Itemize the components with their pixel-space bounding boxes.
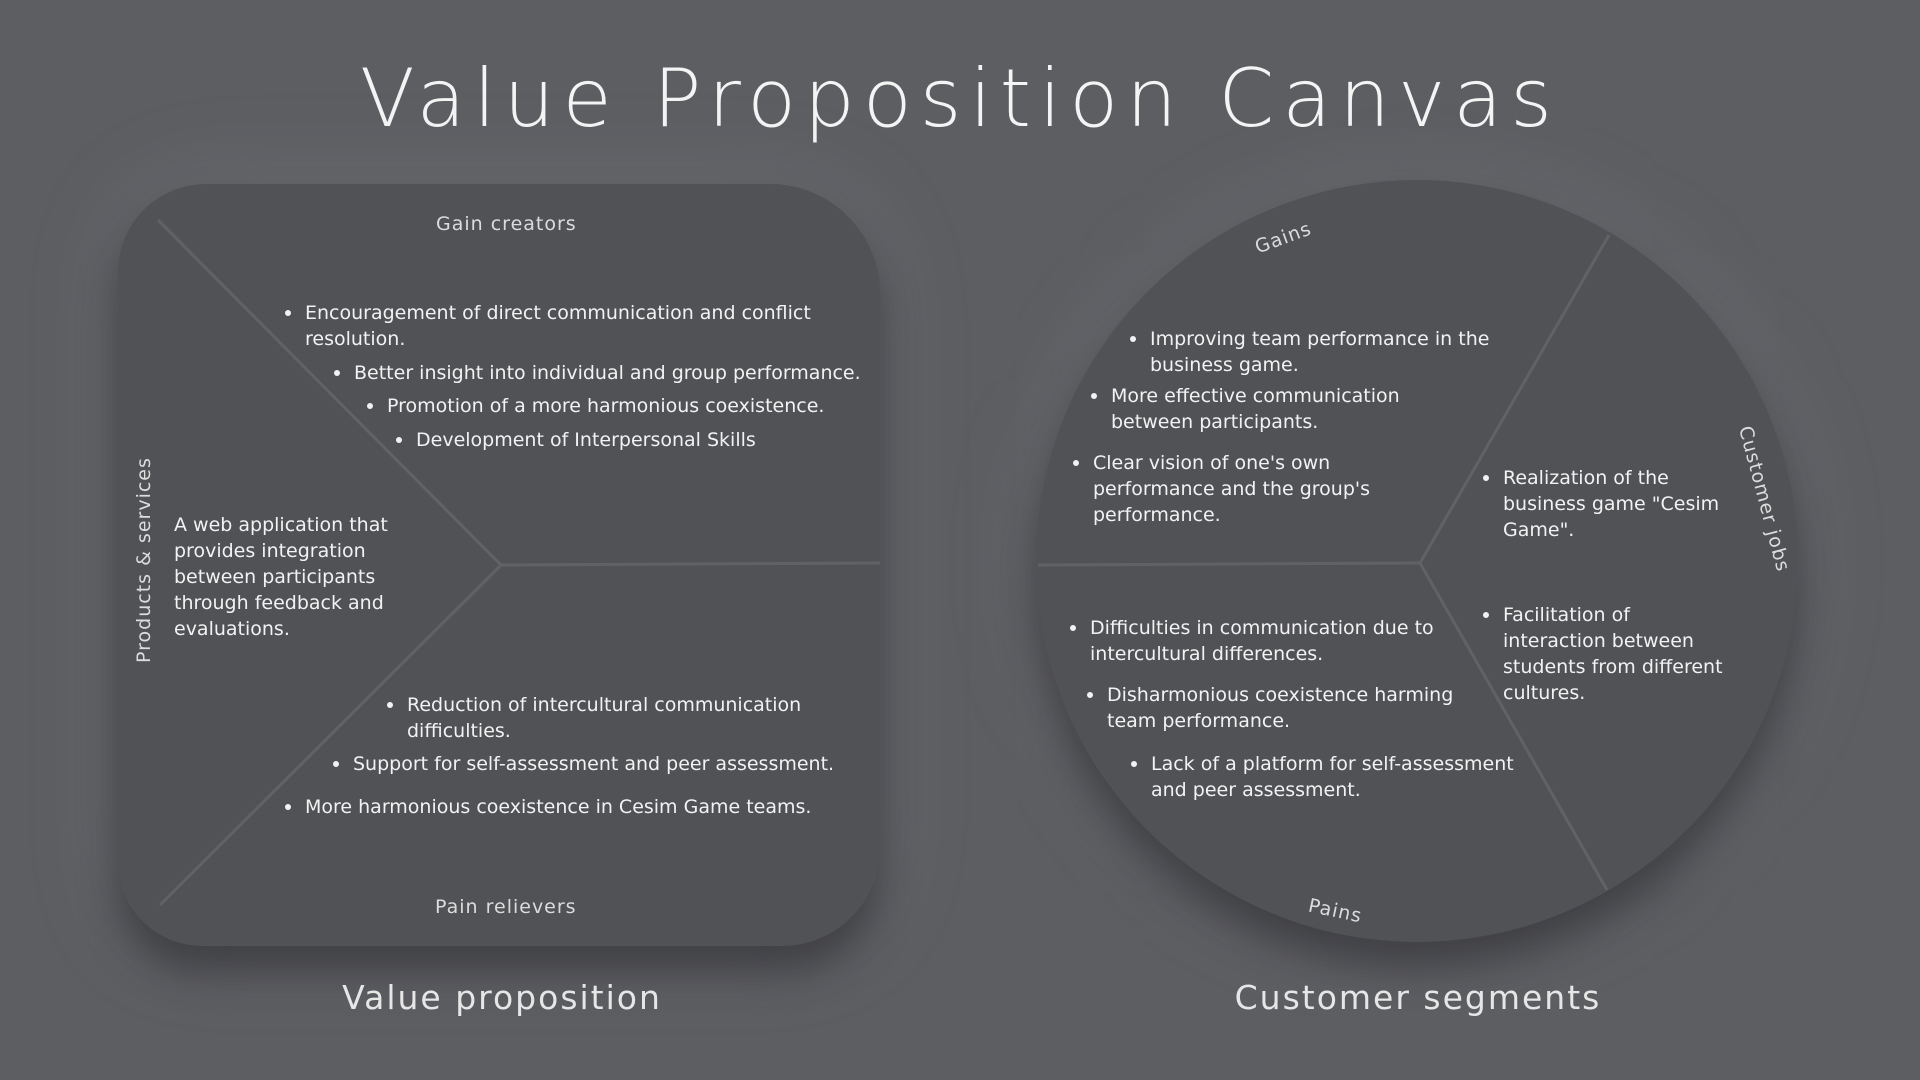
list-item: More effective communication between par… [1091, 383, 1441, 435]
products-services-label: Products & services [133, 457, 155, 663]
gain-creators-label: Gain creators [436, 213, 577, 235]
list-item: Improving team performance in the busine… [1130, 326, 1535, 378]
customer-segments-circle [1036, 180, 1798, 942]
list-item: Encouragement of direct communication an… [285, 300, 835, 352]
list-item: Facilitation of interaction between stud… [1483, 602, 1728, 706]
list-item: Difficulties in communication due to int… [1070, 615, 1460, 667]
page-title: Value Proposition Canvas [360, 52, 1560, 145]
list-item: Disharmonious coexistence harming team p… [1087, 682, 1487, 734]
products-services-text: A web application that provides integrat… [174, 514, 388, 640]
list-item: Better insight into individual and group… [334, 360, 894, 386]
list-item: Lack of a platform for self-assessment a… [1131, 751, 1551, 803]
list-item: Promotion of a more harmonious coexisten… [367, 393, 887, 419]
list-item: Support for self-assessment and peer ass… [333, 751, 883, 777]
list-item: Clear vision of one's own performance an… [1073, 450, 1413, 528]
pain-relievers-label: Pain relievers [435, 896, 577, 918]
value-proposition-caption: Value proposition [342, 978, 662, 1017]
customer-segments-caption: Customer segments [1234, 978, 1602, 1017]
list-item: Reduction of intercultural communication… [387, 692, 837, 744]
list-item: Development of Interpersonal Skills [396, 427, 876, 453]
list-item: Realization of the business game "Cesim … [1483, 465, 1728, 543]
list-item: More harmonious coexistence in Cesim Gam… [285, 794, 865, 820]
